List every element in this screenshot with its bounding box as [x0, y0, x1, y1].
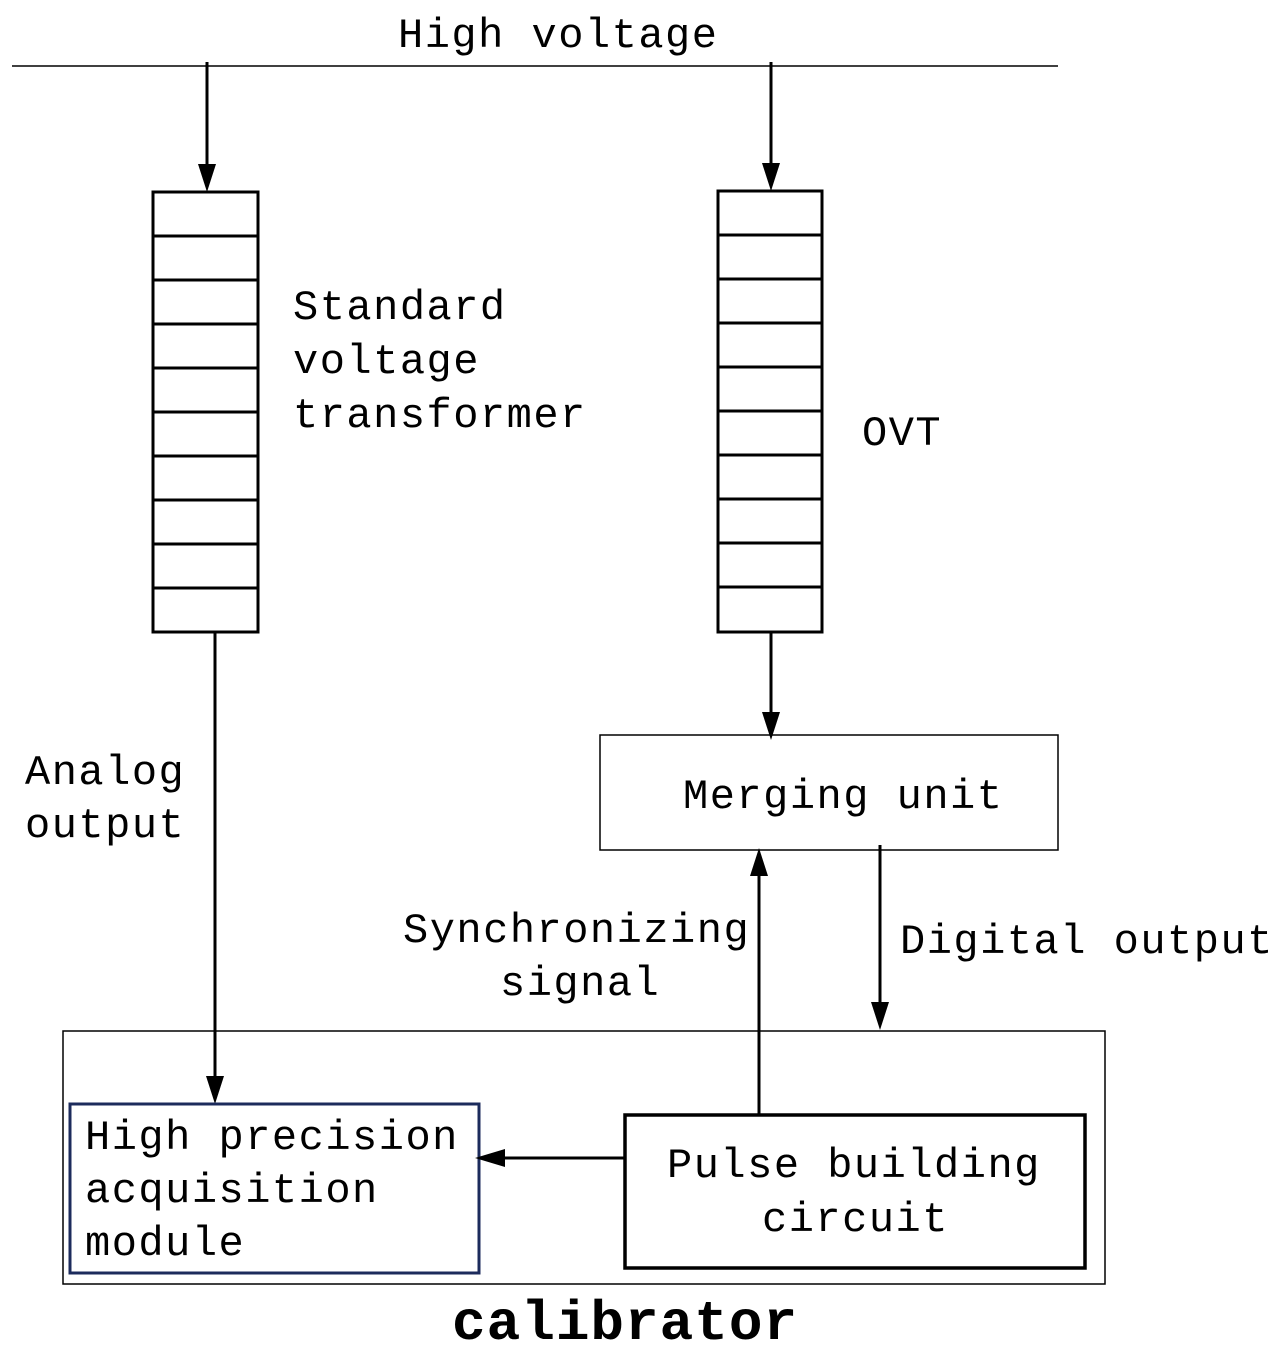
analog-output-arrowhead: [206, 1076, 224, 1104]
standard-vt-label-line-2: voltage: [293, 338, 480, 386]
bus-to-ovt-arrowhead: [762, 163, 780, 191]
pulse-to-acquisition-arrowhead: [475, 1149, 505, 1167]
analog-output-label-line-2: output: [25, 802, 185, 850]
acquisition-module-label-line-3: module: [85, 1220, 245, 1268]
standard-vt-label-line-3: transformer: [293, 392, 587, 440]
bus-to-standard-vt-arrowhead: [198, 164, 216, 192]
ovt-ladder: [716, 189, 824, 634]
digital-output-arrowhead: [871, 1002, 889, 1030]
pulse-circuit-box: [623, 1113, 1087, 1270]
ovt-label: OVT: [862, 410, 942, 458]
pulse-circuit-label-line-1: Pulse building: [667, 1142, 1041, 1190]
acquisition-module-label-line-1: High precision: [85, 1114, 459, 1162]
digital-output-label: Digital output: [900, 918, 1274, 966]
standard-vt-ladder: [151, 190, 260, 634]
calibrator-label: calibrator: [452, 1292, 798, 1351]
merging-unit-label: Merging unit: [683, 773, 1003, 821]
standard-vt-label-line-1: Standard: [293, 284, 507, 332]
sync-signal-arrowhead: [750, 848, 768, 876]
sync-signal-label-line-2: signal: [500, 960, 660, 1008]
pulse-circuit-label-line-2: circuit: [762, 1196, 949, 1244]
calibrator-box: [62, 1030, 1106, 1285]
high-voltage-label: High voltage: [398, 12, 718, 60]
acquisition-module-label-line-2: acquisition: [85, 1167, 379, 1215]
analog-output-label-line-1: Analog: [25, 749, 185, 797]
acquisition-module-box: [68, 1102, 481, 1275]
merging-unit-box: [599, 734, 1059, 851]
ovt-to-merging-unit-arrowhead: [762, 712, 780, 740]
sync-signal-label-line-1: Synchronizing: [403, 907, 750, 955]
